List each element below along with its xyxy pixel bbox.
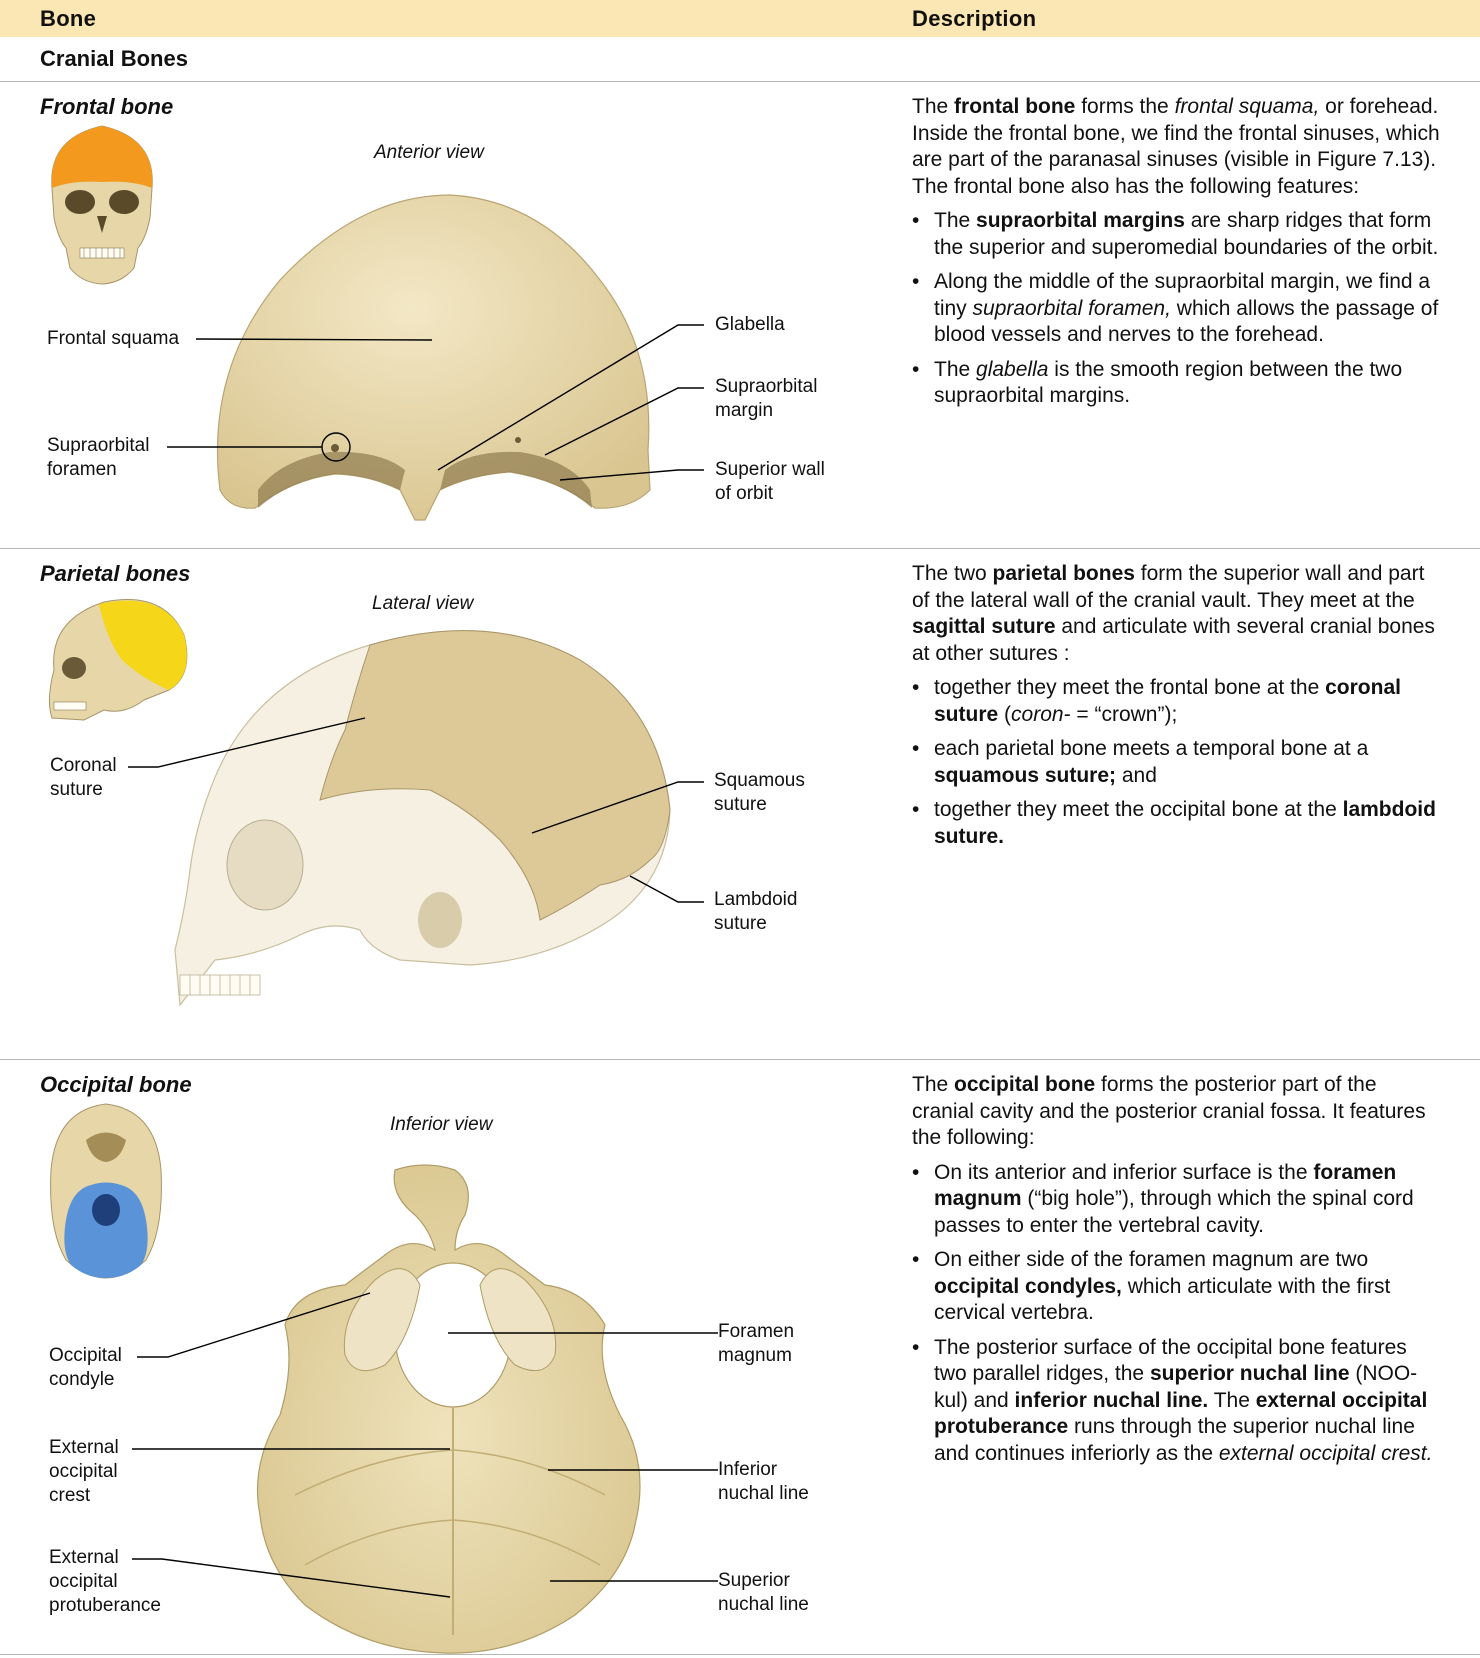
view-label-lateral: Lateral view: [372, 593, 474, 614]
parietal-desc-bullet: together they meet the frontal bone at t…: [912, 675, 1442, 728]
parietal-desc-bullet: together they meet the occipital bone at…: [912, 797, 1442, 850]
view-label-anterior: Anterior view: [374, 142, 484, 163]
occipital-bone-illustration: [256, 1164, 641, 1654]
label-supraorbital-margin: Supraorbital margin: [715, 376, 818, 421]
label-superior-nuchal-line: Superior nuchal line: [718, 1570, 809, 1615]
divider: [0, 1654, 1480, 1655]
bone-name-parietal: Parietal bones: [40, 561, 191, 586]
parietal-thumbnail-skull: [48, 599, 188, 721]
label-superior-wall-orbit: Superior wall of orbit: [715, 459, 825, 504]
label-foramen-magnum: Foramen magnum: [718, 1321, 795, 1366]
divider: [0, 1059, 1480, 1060]
frontal-desc-bullet: The supraorbital margins are sharp ridge…: [912, 208, 1442, 261]
section-title: Cranial Bones: [40, 46, 188, 71]
divider: [0, 81, 1480, 82]
label-lambdoid-suture: Lambdoid suture: [714, 889, 798, 934]
parietal-bone-illustration: [174, 630, 671, 1007]
label-glabella: Glabella: [715, 314, 785, 335]
occipital-desc-bullet: The posterior surface of the occipital b…: [912, 1335, 1442, 1468]
label-coronal-suture: Coronal suture: [50, 755, 117, 800]
occipital-desc-bullet: On its anterior and inferior surface is …: [912, 1160, 1442, 1240]
frontal-bone-illustration: [216, 194, 651, 521]
column-header-bone: Bone: [40, 6, 97, 31]
parietal-desc-paragraph: The two parietal bones form the superior…: [912, 562, 1435, 665]
label-frontal-squama: Frontal squama: [47, 328, 180, 349]
label-external-occipital-protuberance: External occipital protuberance: [49, 1547, 161, 1616]
parietal-desc-bullet: each parietal bone meets a temporal bone…: [912, 736, 1442, 789]
frontal-desc-bullet: The glabella is the smooth region betwee…: [912, 357, 1442, 410]
bone-name-occipital: Occipital bone: [40, 1072, 192, 1097]
occipital-desc-paragraph: The occipital bone forms the posterior p…: [912, 1073, 1426, 1149]
column-header-description: Description: [912, 6, 1037, 31]
frontal-thumbnail-skull: [51, 125, 153, 285]
description-occipital: The occipital bone forms the posterior p…: [912, 1072, 1442, 1475]
label-occipital-condyle: Occipital condyle: [49, 1345, 122, 1390]
divider: [0, 548, 1480, 549]
occipital-desc-bullet: On either side of the foramen magnum are…: [912, 1247, 1442, 1327]
label-supraorbital-foramen: Supraorbital foramen: [47, 435, 150, 480]
description-frontal: The frontal bone forms the frontal squam…: [912, 94, 1442, 418]
bone-name-frontal: Frontal bone: [40, 94, 174, 119]
occipital-thumbnail-skull: [50, 1103, 162, 1279]
label-squamous-suture: Squamous suture: [714, 770, 805, 815]
label-external-occipital-crest: External occipital crest: [49, 1437, 119, 1506]
table-header: [0, 0, 1480, 37]
label-inferior-nuchal-line: Inferior nuchal line: [718, 1459, 809, 1504]
frontal-desc-bullet: Along the middle of the supraorbital mar…: [912, 269, 1442, 349]
frontal-desc-paragraph: The frontal bone forms the frontal squam…: [912, 95, 1440, 198]
description-parietal: The two parietal bones form the superior…: [912, 561, 1442, 858]
view-label-inferior: Inferior view: [390, 1114, 493, 1135]
